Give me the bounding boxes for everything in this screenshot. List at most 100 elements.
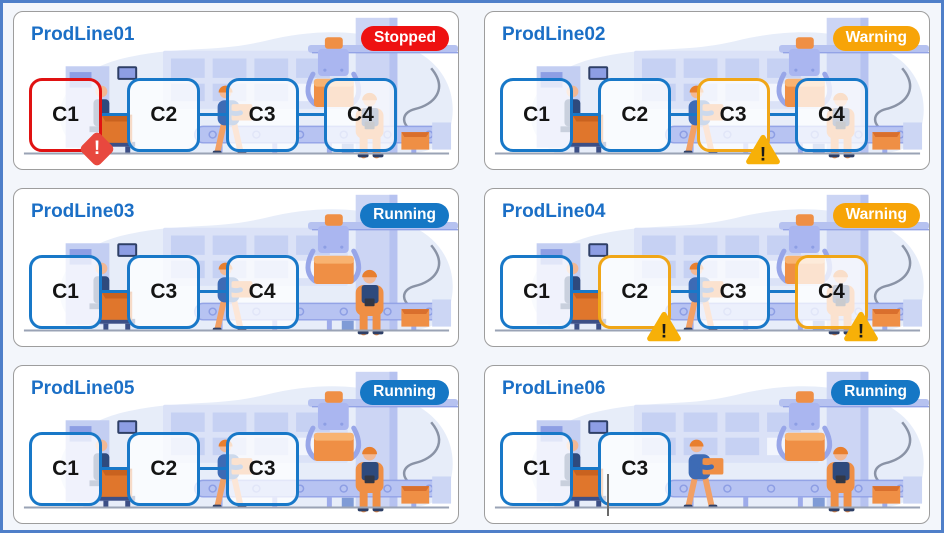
alert-diamond-icon: ! (78, 130, 116, 168)
wall-monitor (588, 66, 609, 80)
warning-triangle-icon: ! (844, 311, 878, 343)
cell-c4[interactable]: C4 (794, 78, 868, 152)
robot-crane (305, 214, 362, 284)
prodline-title: ProdLine05 (31, 378, 135, 399)
cell-c1[interactable]: C1 (29, 432, 102, 506)
floor-boxes (812, 299, 923, 331)
cell-connector-line (573, 467, 599, 470)
cell-c4[interactable]: C4 (323, 78, 397, 152)
cell-c3[interactable]: C3! (696, 78, 780, 166)
cells-layer: C1 C2 C3 (14, 366, 458, 523)
cell-c4[interactable]: C4! (794, 255, 878, 343)
box-on-desk (99, 291, 136, 331)
status-badge: Running (831, 380, 920, 405)
cell-connector-line (200, 290, 226, 293)
cell-c1[interactable]: C1 (500, 78, 573, 152)
cell-c1[interactable]: C1 (29, 255, 102, 329)
cell-c1[interactable]: C1 (500, 255, 573, 329)
svg-text:!: ! (858, 321, 865, 343)
cell-label: C3 (150, 280, 178, 303)
box-on-desk (570, 114, 607, 154)
cell-connector-line (102, 113, 128, 116)
wall-monitor (117, 66, 138, 80)
worker-standing (826, 446, 855, 513)
box-on-desk (570, 468, 607, 508)
status-badge: Stopped (361, 26, 449, 51)
floor-boxes (812, 476, 923, 508)
cell-label: C3 (621, 457, 649, 480)
cell-label: C1 (52, 457, 79, 480)
warning-triangle-icon: ! (647, 311, 682, 343)
cell-connector-line (200, 113, 226, 116)
box-on-desk (99, 468, 136, 508)
wall-monitor (117, 420, 138, 434)
warning-triangle-icon: ! (745, 134, 780, 166)
cell-connector-line (671, 290, 697, 293)
cell-label: C2 (150, 103, 178, 126)
prodline-title: ProdLine06 (502, 378, 606, 399)
floor-boxes (341, 476, 452, 508)
cell-connector-line (573, 290, 599, 293)
cell-label: C1 (523, 280, 550, 303)
cell-c1[interactable]: C1! (29, 78, 116, 168)
cell-c1[interactable]: C1 (500, 432, 573, 506)
cell-label: C4 (817, 103, 845, 126)
prodline-title: ProdLine01 (31, 24, 135, 45)
status-badge: Warning (832, 203, 920, 228)
worker-walking (683, 439, 724, 509)
svg-text:!: ! (661, 321, 668, 343)
cell-label: C1 (523, 457, 550, 480)
prodline-title: ProdLine04 (502, 201, 606, 222)
cell-label: C1 (52, 103, 79, 126)
prodline-title: ProdLine02 (502, 24, 606, 45)
cell-c2[interactable]: C2 (598, 78, 672, 152)
cell-label: C3 (248, 457, 276, 480)
cell-c3[interactable]: C3 (225, 432, 299, 506)
cell-c2[interactable]: C2! (598, 255, 682, 343)
robot-crane (305, 391, 362, 461)
prodline-card[interactable]: ProdLine01 Stopped C1! C2 C3 C4 (13, 11, 459, 170)
wall-monitor (117, 243, 138, 257)
cell-c3[interactable]: C3 (127, 255, 201, 329)
cell-label: C1 (523, 103, 550, 126)
wall-monitor (588, 420, 609, 434)
status-badge: Warning (832, 26, 920, 51)
cell-connector-line (671, 113, 697, 116)
cell-label: C4 (248, 280, 276, 303)
cell-connector-line (200, 467, 226, 470)
robot-crane (776, 391, 833, 461)
prodline-card[interactable]: ProdLine06 Running C1 C3 (484, 365, 930, 524)
cells-layer: C1 C2! C3 C4! (485, 189, 929, 346)
prodline-title: ProdLine03 (31, 201, 135, 222)
cell-c4[interactable]: C4 (225, 255, 299, 329)
cell-label: C3 (719, 103, 747, 126)
floor-boxes (341, 299, 452, 331)
worker-standing (355, 446, 384, 513)
cell-connector-line (102, 290, 128, 293)
factory-column-shade (389, 371, 398, 508)
cell-label: C3 (719, 280, 747, 303)
box-on-desk (570, 291, 607, 331)
factory-column-shade (860, 371, 869, 508)
cells-layer: C1! C2 C3 C4 (14, 12, 458, 169)
alert-exclamation-mark: ! (93, 138, 101, 159)
prodline-card[interactable]: ProdLine02 Warning C1 C2 C3! C4 (484, 11, 930, 170)
cell-c2[interactable]: C2 (127, 78, 201, 152)
cell-c3[interactable]: C3 (696, 255, 770, 329)
cell-c3[interactable]: C3 (598, 432, 672, 506)
cell-label: C2 (621, 103, 649, 126)
factory-column-shade (389, 194, 398, 331)
cells-layer: C1 C3 (485, 366, 929, 523)
cell-c2[interactable]: C2 (127, 432, 201, 506)
cell-c3[interactable]: C3 (225, 78, 299, 152)
svg-text:!: ! (759, 144, 766, 166)
cell-connector-line (769, 290, 795, 293)
text-cursor-artifact (607, 474, 609, 516)
cell-label: C2 (150, 457, 178, 480)
prodline-card[interactable]: ProdLine04 Warning C1 C2! C3 C4! (484, 188, 930, 347)
cell-connector-line (573, 113, 599, 116)
